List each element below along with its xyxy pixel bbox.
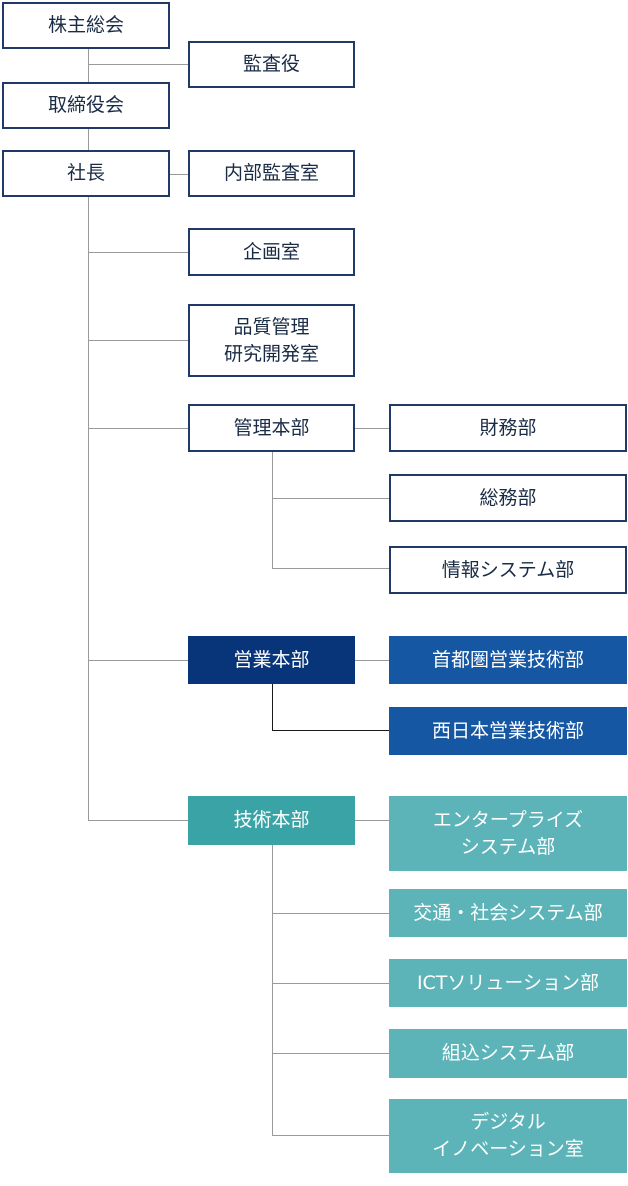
org-box-info-systems: 情報システム部 <box>389 546 627 594</box>
connector-line <box>272 913 389 914</box>
connector-line <box>272 845 273 1136</box>
connector-line <box>272 983 389 984</box>
org-box-president: 社長 <box>2 150 170 197</box>
org-box-tech-hq: 技術本部 <box>188 796 355 845</box>
connector-line <box>88 48 89 84</box>
connector-line <box>355 820 389 821</box>
org-box-ict-solution: ICTソリューション部 <box>389 959 627 1007</box>
org-box-metro-sales: 首都圏営業技術部 <box>389 636 627 684</box>
connector-line <box>272 1053 389 1054</box>
connector-line <box>272 568 389 569</box>
connector-line <box>88 128 89 150</box>
connector-line <box>88 197 89 821</box>
org-box-enterprise: エンタープライズ システム部 <box>389 796 627 871</box>
connector-line <box>88 64 188 65</box>
connector-line <box>88 340 188 341</box>
connector-line <box>272 452 273 569</box>
org-box-embedded: 組込システム部 <box>389 1029 627 1078</box>
org-box-traffic-social: 交通・社会システム部 <box>389 889 627 937</box>
org-box-board: 取締役会 <box>2 82 170 129</box>
connector-line <box>88 820 188 821</box>
org-box-west-sales: 西日本営業技術部 <box>389 707 627 755</box>
org-box-general-affairs: 総務部 <box>389 474 627 522</box>
connector-line <box>88 660 188 661</box>
org-box-internal-audit: 内部監査室 <box>188 150 355 197</box>
connector-line <box>88 252 188 253</box>
connector-line <box>355 428 389 429</box>
org-box-planning: 企画室 <box>188 228 355 276</box>
org-box-admin-hq: 管理本部 <box>188 404 355 452</box>
connector-line <box>88 428 188 429</box>
org-box-shareholders: 株主総会 <box>2 2 170 49</box>
org-box-qa-rnd: 品質管理 研究開発室 <box>188 304 355 377</box>
connector-line <box>272 730 389 731</box>
connector-line <box>170 174 188 175</box>
org-box-digital-innovation: デジタル イノベーション室 <box>389 1099 627 1173</box>
connector-line <box>355 660 389 661</box>
connector-line <box>272 1135 389 1136</box>
org-box-sales-hq: 営業本部 <box>188 636 355 684</box>
org-box-finance: 財務部 <box>389 404 627 452</box>
connector-line <box>272 684 273 731</box>
org-box-auditor: 監査役 <box>188 41 355 88</box>
connector-line <box>272 498 389 499</box>
